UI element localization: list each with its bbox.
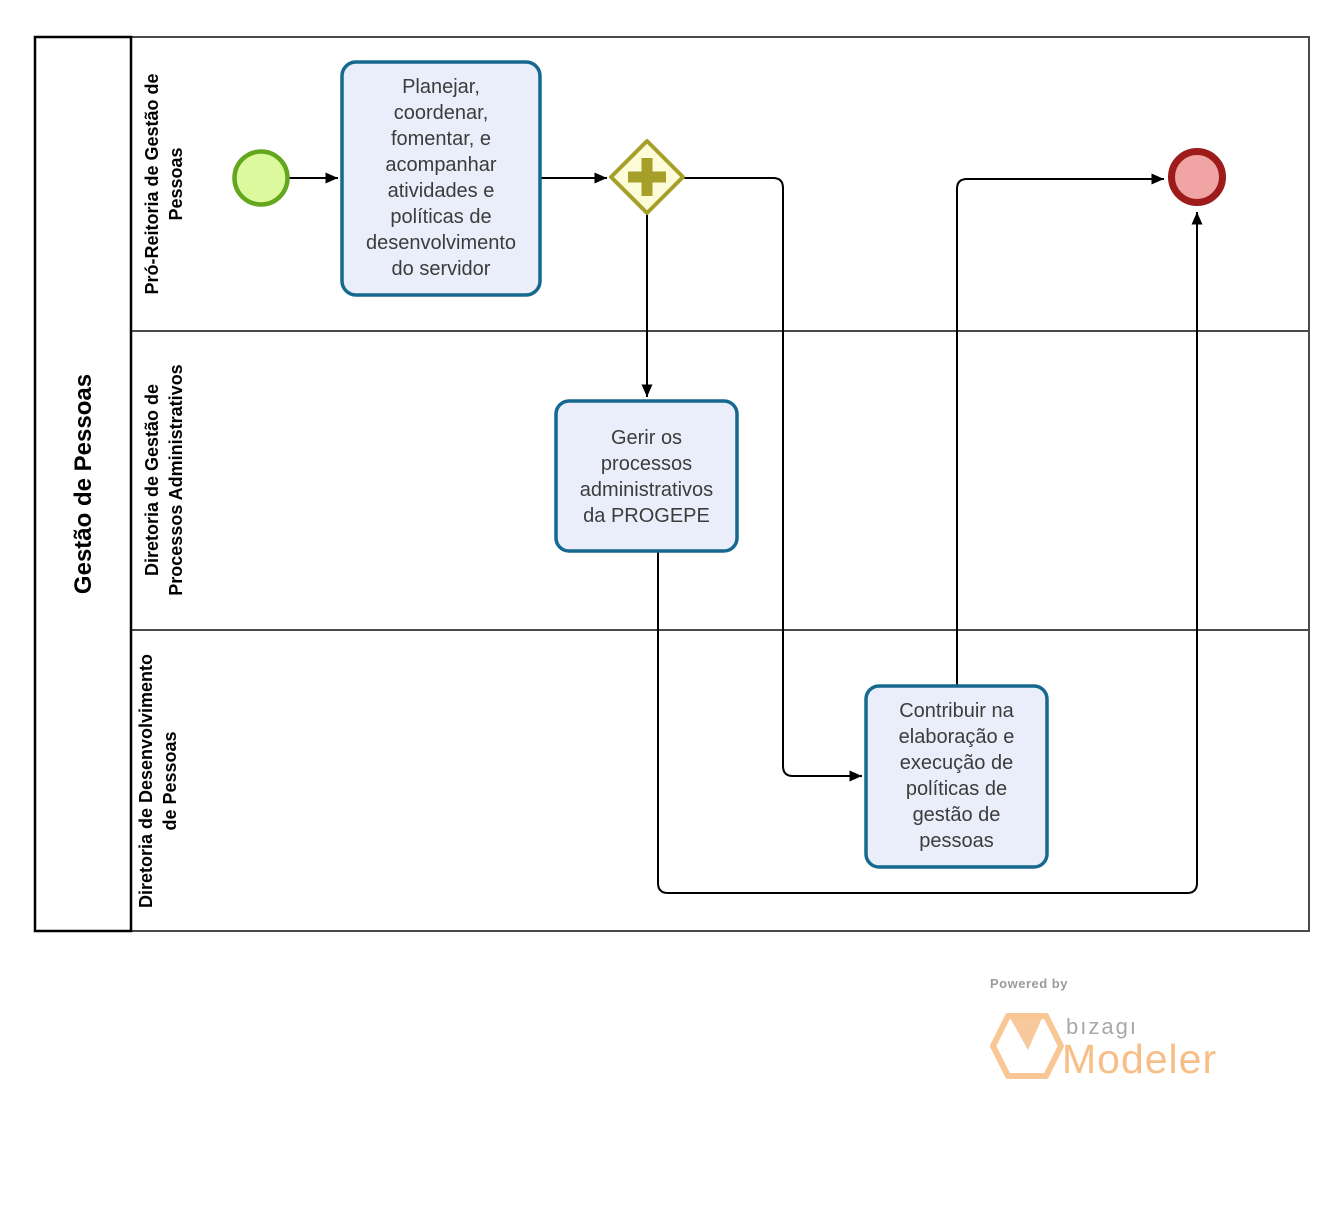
task-planejar-shape: [340, 60, 542, 297]
parallel-gateway: [609, 139, 685, 215]
flow-gateway-to-contribuir: [684, 177, 862, 782]
task-gerir-shape: [554, 399, 739, 553]
task-gerir-label: Gerir os processos administrativos da PR…: [580, 427, 713, 527]
plus-icon: [628, 158, 666, 196]
svg-text:Gerir os: Gerir os: [611, 427, 682, 449]
svg-text:processos: processos: [601, 453, 692, 475]
svg-text:acompanhar: acompanhar: [385, 154, 497, 176]
modeler-wordmark: Modeler: [1062, 1036, 1217, 1082]
start-event: [232, 149, 290, 207]
end-event: [1168, 148, 1226, 206]
lane-1-label-line-1: Pró-Reitoria de Gestão de: [142, 73, 162, 294]
svg-text:execução de: execução de: [900, 752, 1013, 774]
task-contribuir-label: Contribuir na elaboração e execução de p…: [899, 700, 1015, 852]
powered-by-text: Powered by: [990, 976, 1068, 991]
svg-text:fomentar, e: fomentar, e: [391, 128, 491, 150]
sequence-flows: [289, 172, 1203, 894]
bizagi-modeler-logo: Powered by bızagı Modeler: [990, 976, 1217, 1082]
svg-text:do servidor: do servidor: [392, 258, 491, 280]
svg-text:atividades e: atividades e: [388, 180, 495, 202]
task-contribuir: Contribuir na elaboração e execução de p…: [864, 684, 1049, 869]
svg-text:gestão de: gestão de: [913, 804, 1001, 826]
lane-diretoria-desenvolvimento: [130, 629, 1310, 932]
svg-text:Contribuir na: Contribuir na: [899, 700, 1014, 722]
svg-text:pessoas: pessoas: [919, 830, 994, 852]
lane-3-label-line-1: Diretoria de Desenvolvimento: [136, 654, 156, 908]
pool-header: [33, 35, 133, 933]
svg-text:da PROGEPE: da PROGEPE: [583, 505, 710, 527]
bizagi-wordmark: bızagı: [1066, 1014, 1138, 1039]
pool-gestao-de-pessoas: Gestão de Pessoas Pró-Reitoria de Gestão…: [33, 35, 1310, 933]
lane-2-label-line-1: Diretoria de Gestão de: [142, 384, 162, 576]
svg-text:administrativos: administrativos: [580, 479, 713, 501]
svg-text:Planejar,: Planejar,: [402, 76, 480, 98]
task-planejar: Planejar, coordenar, fomentar, e acompan…: [340, 60, 542, 297]
flow-contribuir-to-end: [956, 173, 1164, 685]
lane-3-label-line-2: de Pessoas: [160, 731, 180, 830]
lane-2-label-line-2: Processos Administrativos: [166, 364, 186, 595]
svg-text:elaboração e: elaboração e: [899, 726, 1015, 748]
bizagi-hexagon-icon: [990, 1013, 1064, 1079]
svg-text:políticas de: políticas de: [390, 206, 491, 228]
svg-text:coordenar,: coordenar,: [394, 102, 489, 124]
pool-title: Gestão de Pessoas: [70, 374, 97, 594]
flow-gerir-to-end: [657, 212, 1203, 894]
task-planejar-label: Planejar, coordenar, fomentar, e acompan…: [366, 76, 516, 280]
svg-text:desenvolvimento: desenvolvimento: [366, 232, 516, 254]
task-contribuir-shape: [864, 684, 1049, 869]
lane-pro-reitoria: [130, 36, 1310, 332]
svg-text:políticas de: políticas de: [906, 778, 1007, 800]
task-gerir: Gerir os processos administrativos da PR…: [554, 399, 739, 553]
lane-1-label-line-2: Pessoas: [166, 147, 186, 220]
